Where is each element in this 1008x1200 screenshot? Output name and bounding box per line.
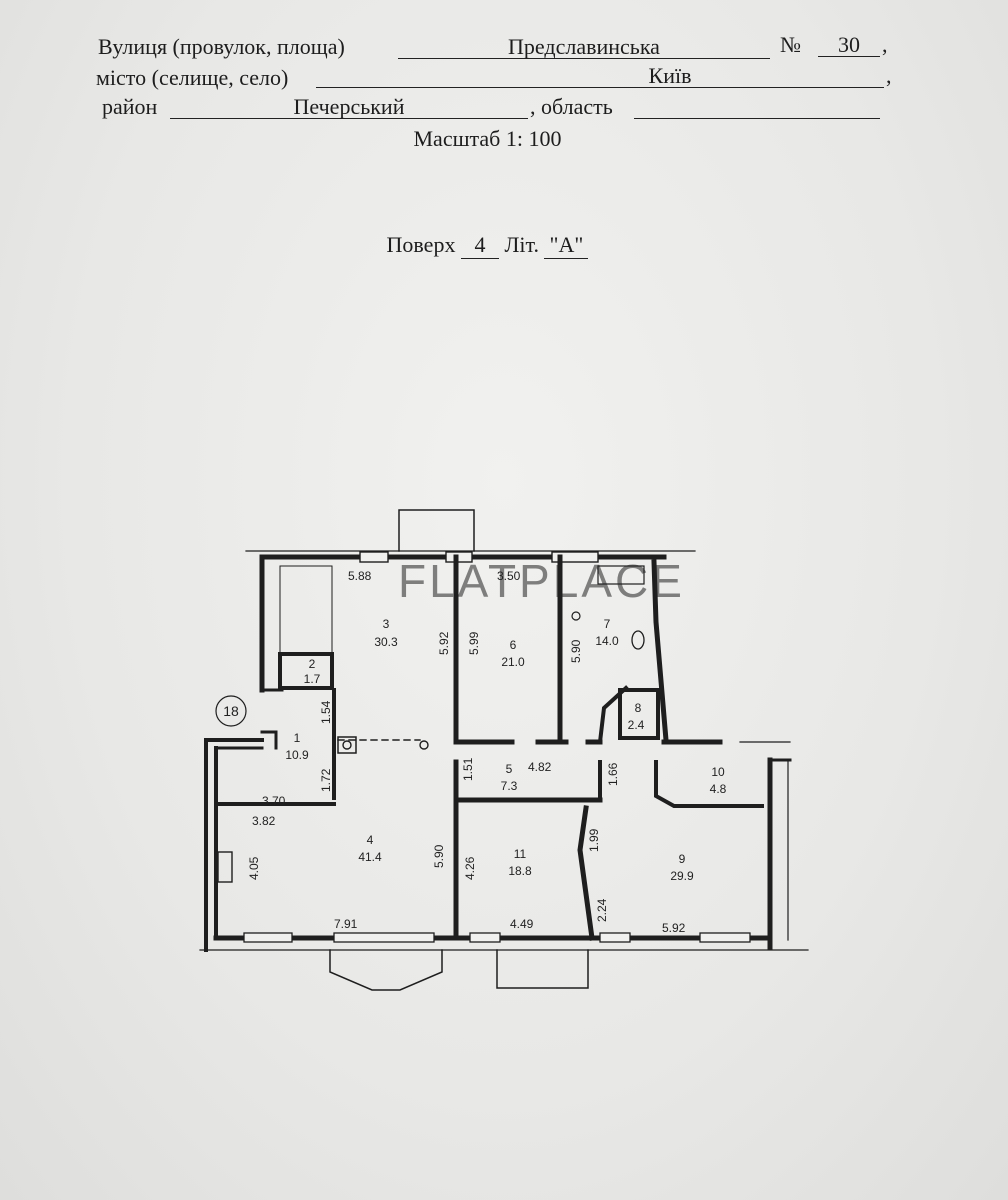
district-value: Печерський xyxy=(170,94,528,119)
bathtub xyxy=(597,565,645,585)
room-6-area: 21.0 xyxy=(501,655,525,669)
dim-4-82: 4.82 xyxy=(528,760,552,774)
room-8-number: 8 xyxy=(635,701,642,715)
scale-label: Масштаб 1: 100 xyxy=(413,126,562,151)
dim-3-82: 3.82 xyxy=(252,814,276,828)
room-1-area: 10.9 xyxy=(285,748,309,762)
wall-11-9 xyxy=(577,805,595,941)
room-5-area: 7.3 xyxy=(501,779,518,793)
room-11-number: 11 xyxy=(514,847,527,861)
dim-2-24: 2.24 xyxy=(595,898,609,922)
dim-7-91: 7.91 xyxy=(334,917,358,931)
room-5-number: 5 xyxy=(506,762,513,776)
window-4 xyxy=(243,932,293,943)
region-value xyxy=(634,94,880,119)
window-8 xyxy=(699,932,751,943)
room-9-number: 9 xyxy=(679,852,686,866)
sink xyxy=(571,611,581,621)
marker-18-circle xyxy=(215,695,247,727)
room-7-number: 7 xyxy=(604,617,611,631)
city-label: місто (селище, село) xyxy=(96,65,289,90)
comma-2: , xyxy=(886,63,892,88)
room-7-area: 14.0 xyxy=(595,634,619,648)
wall-8-diag xyxy=(597,685,629,745)
room-2-number: 2 xyxy=(309,657,316,671)
window-1 xyxy=(359,551,389,563)
marker-18-label: 18 xyxy=(223,703,239,719)
room-8-area: 2.4 xyxy=(628,718,645,732)
district-label: район xyxy=(102,94,158,119)
room-1-number: 1 xyxy=(294,731,301,745)
dim-5-90-b: 5.90 xyxy=(432,844,446,868)
region-label: , область xyxy=(530,94,613,119)
dim-3-50: 3.50 xyxy=(497,569,521,583)
watermark-text: FLATPLACE xyxy=(398,555,685,607)
balcony-top xyxy=(398,509,475,552)
dim-5-90-a: 5.90 xyxy=(569,639,583,663)
kitchen-unit xyxy=(279,565,333,655)
dim-1-72: 1.72 xyxy=(319,768,333,792)
room-3-number: 3 xyxy=(383,617,390,631)
window-3 xyxy=(551,551,599,563)
street-value: Предславинська xyxy=(398,34,770,59)
floor-value: 4 xyxy=(460,232,499,259)
dim-4-05: 4.05 xyxy=(247,856,261,880)
dim-5-92-a: 5.92 xyxy=(437,631,451,655)
dim-5-99: 5.99 xyxy=(467,631,481,655)
window-7 xyxy=(599,932,631,943)
column-circle xyxy=(342,740,352,750)
room-11-area: 18.8 xyxy=(508,864,532,878)
room-8-walls xyxy=(618,688,660,740)
window-2 xyxy=(445,551,473,563)
room-3-area: 30.3 xyxy=(374,635,398,649)
dim-3-70: 3.70 xyxy=(262,794,286,808)
dim-1-54: 1.54 xyxy=(319,700,333,724)
room-9-area: 29.9 xyxy=(670,869,694,883)
dim-4-49: 4.49 xyxy=(510,917,534,931)
window-5 xyxy=(333,932,435,943)
floor-line: Поверх 4 Літ. "А" xyxy=(0,232,975,259)
room-10-area: 4.8 xyxy=(710,782,727,796)
number-value: 30 xyxy=(818,32,880,57)
comma-1: , xyxy=(882,32,888,57)
dim-1-51: 1.51 xyxy=(461,757,475,781)
letter-value: "А" xyxy=(544,232,589,259)
floor-label: Поверх xyxy=(386,232,456,257)
bay-window xyxy=(329,949,443,991)
dim-4-26: 4.26 xyxy=(463,856,477,880)
room-4-number: 4 xyxy=(367,833,374,847)
dim-5-88: 5.88 xyxy=(348,569,372,583)
room-10-number: 10 xyxy=(711,765,725,779)
city-text: Київ xyxy=(648,63,692,88)
dim-5-92-b: 5.92 xyxy=(662,921,686,935)
room-6-number: 6 xyxy=(510,638,517,652)
balcony-bottom xyxy=(496,949,589,989)
toilet xyxy=(631,630,645,650)
city-value: Київ xyxy=(316,63,884,88)
stove xyxy=(217,851,233,883)
column-square xyxy=(337,736,357,754)
number-label: № xyxy=(780,32,801,57)
wall-10 xyxy=(654,760,764,808)
letter-label: Літ. xyxy=(504,232,539,257)
room-4-area: 41.4 xyxy=(358,850,382,864)
street-label: Вулиця (провулок, площа) xyxy=(98,34,345,59)
window-6 xyxy=(469,932,501,943)
room-2-area: 1.7 xyxy=(304,672,321,686)
wall-7-right xyxy=(651,559,669,743)
dim-1-99: 1.99 xyxy=(587,828,601,852)
column-circle-2 xyxy=(419,740,429,750)
dim-1-66: 1.66 xyxy=(606,762,620,786)
